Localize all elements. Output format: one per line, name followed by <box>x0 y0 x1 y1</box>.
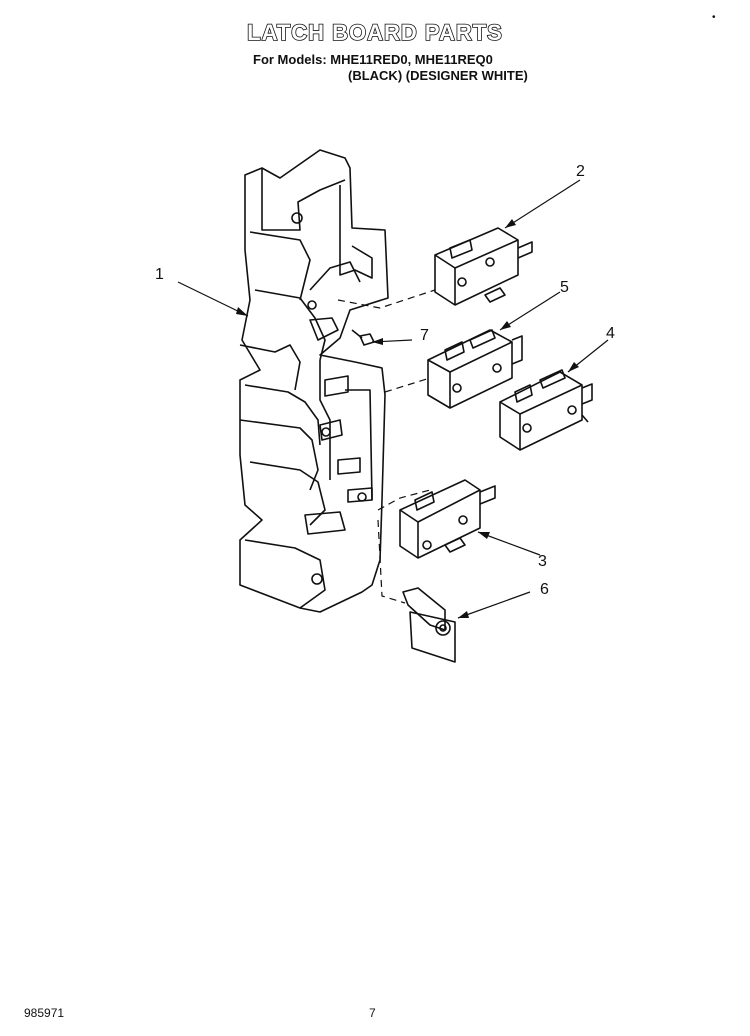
lever-part-6 <box>402 587 456 663</box>
callout-2: 2 <box>576 163 585 180</box>
callout-7: 7 <box>420 327 429 344</box>
alignment-line-5 <box>384 377 431 393</box>
leader-6 <box>457 591 531 619</box>
alignment-line-6 <box>377 519 406 604</box>
leader-2 <box>504 179 581 229</box>
leader-5 <box>499 291 561 331</box>
models-line: For Models: MHE11RED0, MHE11REQ0 <box>253 52 493 67</box>
alignment-line-3 <box>377 489 431 511</box>
switch-part-3 <box>399 479 496 559</box>
colors-line: (BLACK) (DESIGNER WHITE) <box>348 68 528 83</box>
callout-6: 6 <box>540 581 549 598</box>
leader-1 <box>177 281 249 317</box>
alignment-line-2 <box>337 289 436 309</box>
document-number: 985971 <box>24 1006 65 1020</box>
page-number: 7 <box>369 1006 376 1020</box>
latch-board-part <box>239 149 389 613</box>
screw-part-7 <box>351 329 375 346</box>
callout-1: 1 <box>155 266 164 283</box>
callout-4: 4 <box>606 325 615 342</box>
page-title: LATCH BOARD PARTS <box>246 19 503 46</box>
callout-3: 3 <box>538 553 547 570</box>
switch-part-2 <box>434 227 533 306</box>
switch-part-4 <box>499 369 593 451</box>
switch-part-5 <box>427 329 523 409</box>
callout-5: 5 <box>560 279 569 296</box>
corner-mark: • <box>712 12 716 23</box>
